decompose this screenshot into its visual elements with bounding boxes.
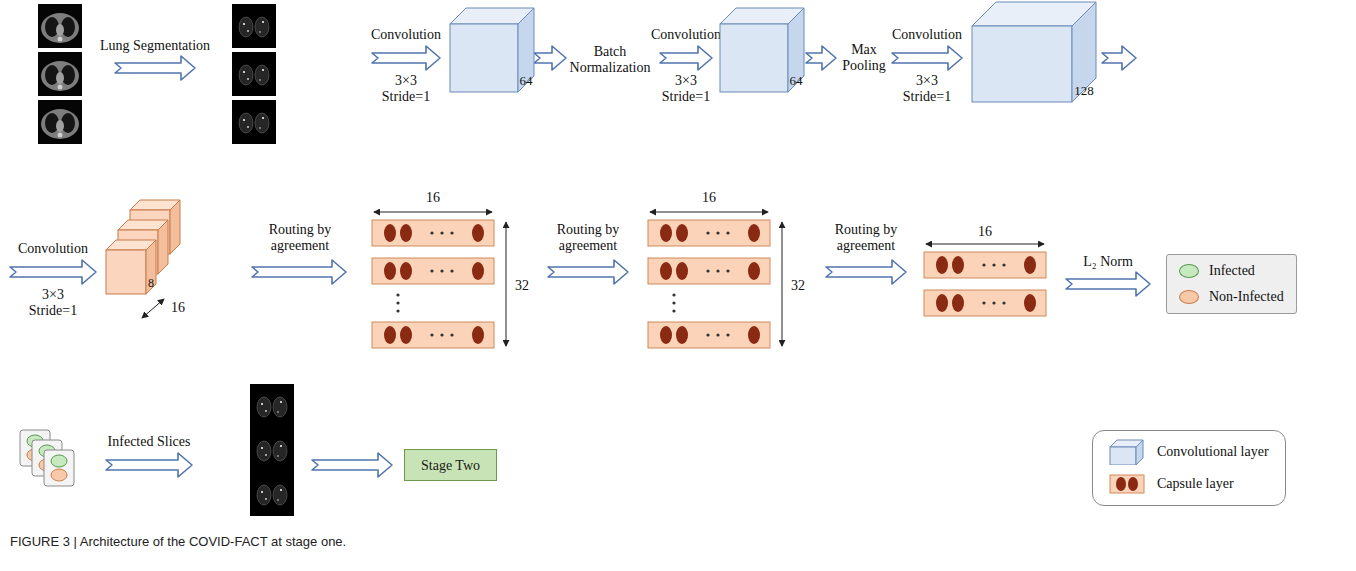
label-anchor: Routing by agreement bbox=[543, 222, 633, 254]
channel-count: 64 bbox=[790, 74, 805, 92]
output-classes-box: InfectedNon-Infected bbox=[1166, 254, 1297, 314]
stage-name: Stage Two bbox=[421, 458, 480, 473]
label-anchor: 3×3 Stride=1 bbox=[903, 73, 951, 105]
legend-capsule-icon bbox=[1109, 471, 1145, 497]
stage-box: Stage Two bbox=[404, 449, 497, 481]
label-anchor: 16 bbox=[702, 188, 716, 206]
layer-label: Convolution bbox=[371, 27, 441, 43]
legend-sample bbox=[1109, 439, 1145, 465]
label-anchor: Routing by agreement bbox=[821, 222, 911, 254]
label-anchor: 16 bbox=[978, 222, 992, 240]
legend-row: Convolutional layer bbox=[1109, 439, 1269, 465]
caption-anchor: FIGURE 3 | Architecture of the COVID-FAC… bbox=[10, 532, 346, 550]
layer-label: Convolution bbox=[892, 27, 962, 43]
layer-label: 32 bbox=[791, 278, 805, 294]
label-anchor: 32 bbox=[515, 276, 529, 294]
layer-label: 16 bbox=[171, 300, 185, 316]
legend-box: Convolutional layerCapsule layer bbox=[1092, 430, 1286, 506]
label-anchor: 32 bbox=[791, 276, 805, 294]
label-anchor: Lung Segmentation bbox=[100, 36, 210, 54]
layer-label: Infected Slices bbox=[108, 434, 191, 450]
primary-capsule-stack: 8 bbox=[106, 200, 182, 296]
label-anchor: L₂ Norm bbox=[1083, 252, 1133, 270]
layer-label: Routing by agreement bbox=[543, 222, 633, 254]
layer-label: 16 bbox=[426, 190, 440, 206]
layer-label: Batch Normalization bbox=[570, 44, 651, 76]
class-circle bbox=[1179, 264, 1199, 278]
legend-text: Convolutional layer bbox=[1157, 444, 1269, 460]
channel-count: 64 bbox=[520, 74, 535, 92]
layer-label: 32 bbox=[515, 278, 529, 294]
label-anchor: Batch Normalization bbox=[570, 44, 651, 76]
layer-label: 3×3 Stride=1 bbox=[662, 73, 710, 105]
layer-label: 3×3 Stride=1 bbox=[382, 73, 430, 105]
label-anchor: 3×3 Stride=1 bbox=[29, 287, 77, 319]
conv-layer-cube: 128 bbox=[972, 2, 1096, 102]
label-anchor: 3×3 Stride=1 bbox=[382, 73, 430, 105]
layer-label: 16 bbox=[978, 224, 992, 240]
legend-text: Capsule layer bbox=[1157, 476, 1234, 492]
conv-layer-cube: 64 bbox=[720, 8, 804, 92]
stack-outline bbox=[106, 200, 182, 296]
class-row: Non-Infected bbox=[1179, 289, 1284, 305]
class-row: Infected bbox=[1179, 263, 1284, 279]
label-anchor: Infected Slices bbox=[108, 432, 191, 450]
layer-label: Routing by agreement bbox=[821, 222, 911, 254]
class-name: Infected bbox=[1209, 263, 1255, 279]
label-anchor: Convolution bbox=[651, 25, 721, 43]
layer-label: 16 bbox=[702, 190, 716, 206]
class-name: Non-Infected bbox=[1209, 289, 1284, 305]
label-anchor: 3×3 Stride=1 bbox=[662, 73, 710, 105]
label-anchor: Convolution bbox=[892, 25, 962, 43]
label-anchor: 16 bbox=[171, 298, 185, 316]
class-circle bbox=[1179, 290, 1199, 304]
figure-caption: FIGURE 3 | Architecture of the COVID-FAC… bbox=[10, 534, 346, 549]
capsule-dimension: 8 bbox=[106, 277, 154, 296]
layer-label: Convolution bbox=[18, 241, 88, 257]
layer-label: Convolution bbox=[651, 27, 721, 43]
channel-count: 128 bbox=[1074, 84, 1096, 102]
legend-row: Capsule layer bbox=[1109, 471, 1269, 497]
layer-label: Routing by agreement bbox=[255, 222, 345, 254]
layer-label: 3×3 Stride=1 bbox=[903, 73, 951, 105]
legend-cube-icon bbox=[1109, 439, 1145, 465]
layer-label: Lung Segmentation bbox=[100, 38, 210, 54]
layer-label: Max Pooling bbox=[842, 42, 886, 74]
conv-layer-cube: 64 bbox=[450, 8, 534, 92]
layer-label: 3×3 Stride=1 bbox=[29, 287, 77, 319]
layer-label: L₂ Norm bbox=[1083, 254, 1133, 270]
label-anchor: 16 bbox=[426, 188, 440, 206]
label-anchor: Routing by agreement bbox=[255, 222, 345, 254]
label-anchor: Convolution bbox=[18, 239, 88, 257]
label-anchor: Max Pooling bbox=[842, 42, 886, 74]
label-anchor: Convolution bbox=[371, 25, 441, 43]
legend-sample bbox=[1109, 471, 1145, 497]
